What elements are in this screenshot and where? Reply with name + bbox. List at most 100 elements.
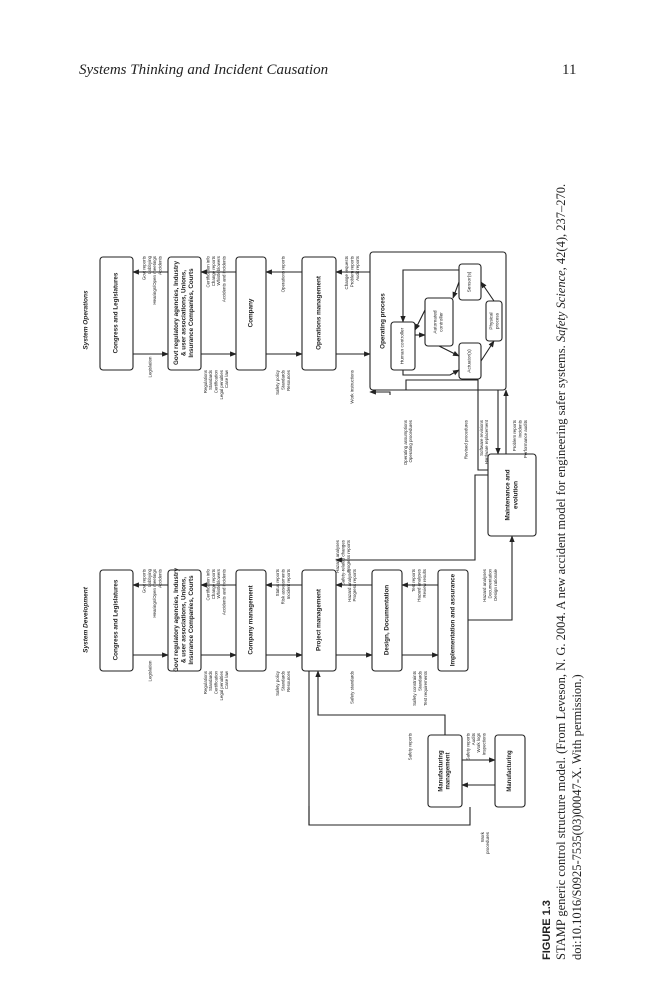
dev-legislation-label: Legislation: [148, 660, 153, 682]
figure-label: FIGURE 1.3: [541, 900, 553, 960]
dev-company-text: Company management: [248, 584, 255, 654]
maint-to-ops-proc-line: [405, 379, 488, 471]
ops-co-up-label: Operations reports: [281, 255, 286, 292]
running-header-title: Systems Thinking and Incident Causation: [79, 62, 329, 78]
ops-prob-rep-label-line-2: Incidents: [518, 419, 523, 437]
ops-actuator-to-process-arrow: [480, 340, 495, 362]
ops-opsmgmt-text: Operations management: [316, 275, 323, 350]
dev-co-down-label-line-1: Safety policy: [275, 670, 280, 696]
ops-company-box: [235, 256, 267, 371]
dev-design-text: Design, Documentation: [384, 585, 391, 655]
ops-sw-rev-label-line-1: Software revisions: [479, 419, 484, 456]
dev-work-proc-label-line-2: procedures: [485, 831, 490, 854]
dev-mfg-up-label-line-1: Safety reports: [466, 732, 471, 760]
ops-human-controller-text: Human controller: [400, 327, 406, 364]
ops-legislation-label: Legislation: [148, 356, 153, 378]
ops-sensor-to-auto-arrow: [452, 281, 460, 299]
dev-leg-up-label-line-2: Lobbying: [147, 568, 152, 586]
dev-co-up-label-line-3: Incident reports: [286, 568, 291, 599]
ops-om-up-label-line-1: Change requests: [344, 255, 349, 289]
dev-proj-down-label: Safety standards: [350, 670, 355, 704]
dev-mfg-up-label-line-3: Work logs: [476, 732, 481, 752]
ops-leg-up-label-line-1: Govt reports: [142, 255, 147, 280]
dev-govt-text-line-2: & user associations, Unions,: [181, 577, 188, 663]
ops-operating-process-text: Operating process: [380, 293, 387, 349]
dev-govt-down-label-line-1: Regulations: [203, 670, 208, 694]
ops-automated-controller-text-line-2: controller: [438, 312, 444, 332]
ops-auto-to-actuator-arrow: [438, 345, 460, 357]
dev-mfg-mgmt-text-line-1: Manufacturing: [438, 750, 444, 792]
maintenance-evolution-text-line-2: evolution: [512, 481, 519, 509]
ops-govt-down-label-line-1: Regulations: [203, 369, 208, 393]
dev-govt-text-line-3: Insurance Companies, Courts: [188, 575, 195, 665]
dev-mfg-box: [494, 734, 526, 808]
ops-assumptions-arrow: [369, 389, 391, 395]
dev-govt-down-label-line-4: Legal penalties: [219, 670, 224, 700]
ops-opsmgmt-box: [301, 256, 337, 371]
page-number: 11: [562, 62, 577, 78]
ops-govt-up-label-line-2: Change reports: [211, 255, 216, 286]
ops-leg-up-label-line-4: Accidents: [157, 255, 162, 275]
ops-govt-down-label-line-5: Case law: [224, 369, 229, 388]
dev-mfg-mgmt-text-line-2: management: [446, 752, 452, 789]
dev-proj-up-label-line-1: Hazard analyses: [347, 568, 352, 602]
dev-des-up-label-line-2: Hazard analyses: [417, 568, 422, 602]
dev-project-text: Project management: [316, 588, 323, 651]
ops-process-to-sensor-arrow: [480, 281, 495, 302]
dev-des-up-label-line-3: Review results: [422, 568, 427, 597]
dev-govt-text-line-1: Govt regulatory agencies, Industry: [173, 568, 180, 672]
ops-human-to-actuator-arrow: [402, 369, 460, 376]
ops-govt-up-label-line-1: Certification info: [206, 255, 211, 287]
dev-des-down-label-line-2: Standards: [418, 670, 423, 691]
maint-side-label-line-3: Progress reports: [346, 539, 351, 572]
dev-proj-to-mfg-line: [308, 671, 471, 826]
dev-impl-text: Implementation and assurance: [450, 573, 457, 666]
ops-govt-up-label-line-4: Accidents and incidents: [221, 255, 226, 302]
figure-caption-line1: STAMP generic control structure model. (…: [554, 184, 569, 960]
ops-govt-text-line-3: Insurance Companies, Courts: [188, 268, 195, 358]
dev-leg-up-label-line-3: Hearings/Open meetings: [152, 568, 157, 617]
dev-des-down-label-line-1: Safety constraints: [412, 670, 417, 706]
dev-company-box: [235, 569, 267, 672]
dev-proj-up-label-line-2: Progress reports: [352, 568, 357, 601]
ops-sensors-text: Sensor(s): [467, 271, 473, 292]
maint-to-dev-proj-arrow: [335, 474, 488, 563]
dev-govt-down-label-line-5: Case law: [224, 670, 229, 689]
ops-co-down-label-line-1: Safety policy: [275, 369, 280, 395]
ops-physical-process-text-line-1: Physical: [489, 312, 494, 329]
ops-congress-box: [99, 256, 134, 371]
maint-side-label-line-1: Hazard analyses: [335, 539, 340, 573]
ops-revised-label: Revised procedures: [464, 419, 469, 459]
ops-govt-down-label-line-4: Legal penalties: [219, 369, 224, 399]
dev-mfg-mgmt-to-proj-arrow: [315, 670, 446, 735]
dev-co-up-label-line-1: Status reports: [275, 568, 280, 596]
ops-sw-rev-label-line-2: Hardware replacement: [484, 419, 489, 464]
ops-govt-down-label-line-2: Standards: [208, 369, 213, 390]
ops-prob-rep-label-line-1: Problem reports: [512, 419, 517, 451]
dev-design-box: [371, 569, 403, 672]
ops-govt-up-label-line-3: Whistleblowers: [216, 255, 221, 285]
ops-co-down-label-line-3: Resources: [286, 369, 291, 391]
dev-work-proc-label-line-1: Work: [480, 831, 485, 842]
dev-leg-up-label-line-4: Accidents: [157, 568, 162, 588]
ops-leg-up-label-line-3: Hearings/Open meetings: [152, 255, 157, 304]
maintenance-evolution-text-line-1: Maintenance and: [505, 469, 512, 520]
ops-om-up-label-line-3: Audit reports: [355, 255, 360, 281]
dev-mfg-mgmt-up-label: Safety reports: [408, 732, 413, 760]
ops-sensor-to-human-arrow: [400, 269, 459, 323]
dev-co-up-label-line-2: Risk assessments: [281, 568, 286, 604]
ops-prob-rep-label-line-3: Performance audits: [523, 419, 528, 458]
dev-mfg-up-label-line-4: Inspections: [481, 732, 486, 755]
ops-govt-text-line-2: & user associations, Unions,: [181, 270, 188, 356]
dev-govt-up-label-line-3: Whistleblowers: [216, 568, 221, 598]
ops-govt-box: [167, 256, 202, 371]
ops-govt-text-line-1: Govt regulatory agencies, Industry: [173, 261, 180, 365]
dev-congress-text: Congress and Legislatures: [113, 579, 120, 660]
dev-co-down-label-line-2: Standards: [281, 670, 286, 691]
dev-govt-up-label-line-4: Accidents and incidents: [221, 568, 226, 615]
ops-auto-to-human-arrow: [414, 309, 426, 331]
dev-govt-down-label-line-3: Certification: [214, 670, 219, 694]
dev-govt-up-label-line-1: Certification info: [206, 568, 211, 600]
ops-om-down-label: Work instructions: [350, 369, 355, 403]
